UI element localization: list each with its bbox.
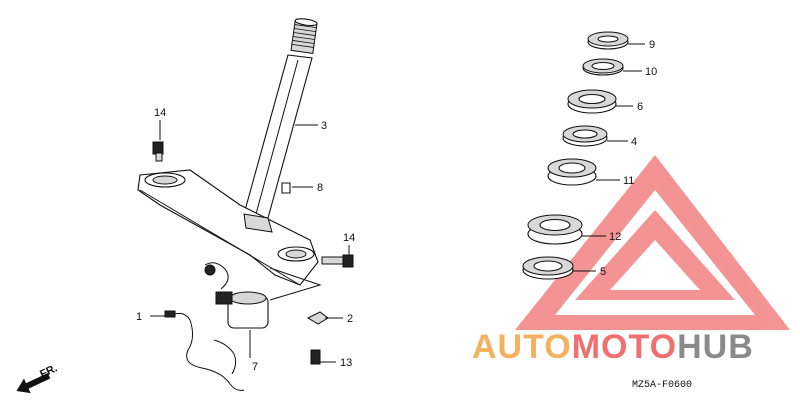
steering-lock-7 [204, 262, 269, 329]
steering-stem [243, 18, 318, 219]
watermark-auto: AUTO [472, 328, 572, 366]
direction-label: FR. [38, 362, 59, 380]
callout-14-upper: 14 [154, 107, 166, 119]
callout-5: 5 [600, 266, 606, 278]
bearing-11 [547, 158, 597, 186]
callout-11: 11 [623, 175, 634, 187]
watermark-hub: HUB [677, 328, 754, 366]
washer-10 [582, 58, 624, 76]
callout-4: 4 [631, 136, 637, 148]
dust-seal-5 [522, 256, 574, 280]
callout-14-lower: 14 [343, 232, 355, 244]
callout-3: 3 [321, 120, 327, 132]
bearing-stack [522, 31, 629, 280]
callout-7: 7 [252, 361, 258, 373]
callout-13: 13 [340, 357, 352, 369]
bolt-13 [310, 349, 321, 365]
callout-10: 10 [645, 66, 657, 78]
wire-harness-1 [164, 310, 245, 391]
leader-lines [150, 43, 645, 363]
svg-text:AUTOMOTOHUB: AUTOMOTOHUB [472, 328, 754, 366]
watermark-logo [515, 155, 790, 330]
callout-6: 6 [637, 101, 643, 113]
watermark-moto: MOTO [572, 328, 677, 366]
bottom-bridge [137, 169, 319, 286]
front-direction-arrow [16, 373, 51, 394]
callout-2: 2 [347, 313, 353, 325]
adjusting-nut-6 [567, 89, 617, 114]
diagram-code: MZ5A-F0600 [632, 380, 692, 391]
bolt-14-lower [321, 254, 354, 268]
bolt-14-upper [152, 141, 164, 162]
bearing-12 [527, 214, 583, 245]
lock-nut-9 [587, 31, 629, 50]
callout-1: 1 [136, 311, 142, 323]
dust-seal-4 [562, 125, 608, 147]
clip-8 [281, 182, 291, 194]
callout-9: 9 [649, 39, 655, 51]
callout-8: 8 [317, 182, 323, 194]
callout-12: 12 [609, 231, 621, 243]
